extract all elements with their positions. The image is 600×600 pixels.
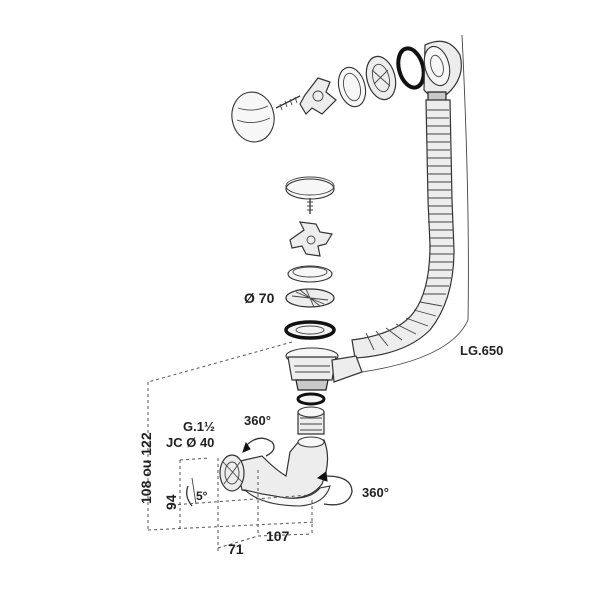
overflow-screw [275,95,301,111]
overflow-ring [337,66,367,108]
overflow-housing [423,40,462,105]
drain-gasket [284,320,336,340]
drain-body [285,347,363,391]
thread-g-label: G.1½ [183,419,215,434]
rotation-bottom-label: 360° [362,485,389,500]
dim-107-label: 107 [266,528,290,544]
overflow-gasket [396,46,426,90]
thread-jc-label: JC Ø 40 [166,435,214,450]
height-94-label: 94 [163,494,179,510]
height-range-label: 108 ou 122 [138,432,154,504]
rotation-arrow-top [242,437,275,457]
diameter-70-label: Ø 70 [244,290,275,306]
rotation-top-label: 360° [244,413,271,428]
dimension-lines [147,341,317,552]
drain-plug [285,176,335,214]
dim-71-label: 71 [228,541,244,557]
overflow-bracket [299,77,337,115]
length-label: LG.650 [460,343,503,358]
length-leader-line [354,34,469,374]
overflow-body [365,55,397,101]
overflow-cap [231,91,275,143]
angle-marker [186,477,197,507]
siphon-trap [219,436,331,507]
angle-label: 5° [196,489,208,503]
flexible-hose [351,99,455,359]
strainer-ring [287,265,333,283]
connector-nut [296,392,326,435]
rotation-arrow-bottom [316,471,353,506]
plug-cross-bracket [289,221,333,257]
strainer-grid [285,288,335,308]
